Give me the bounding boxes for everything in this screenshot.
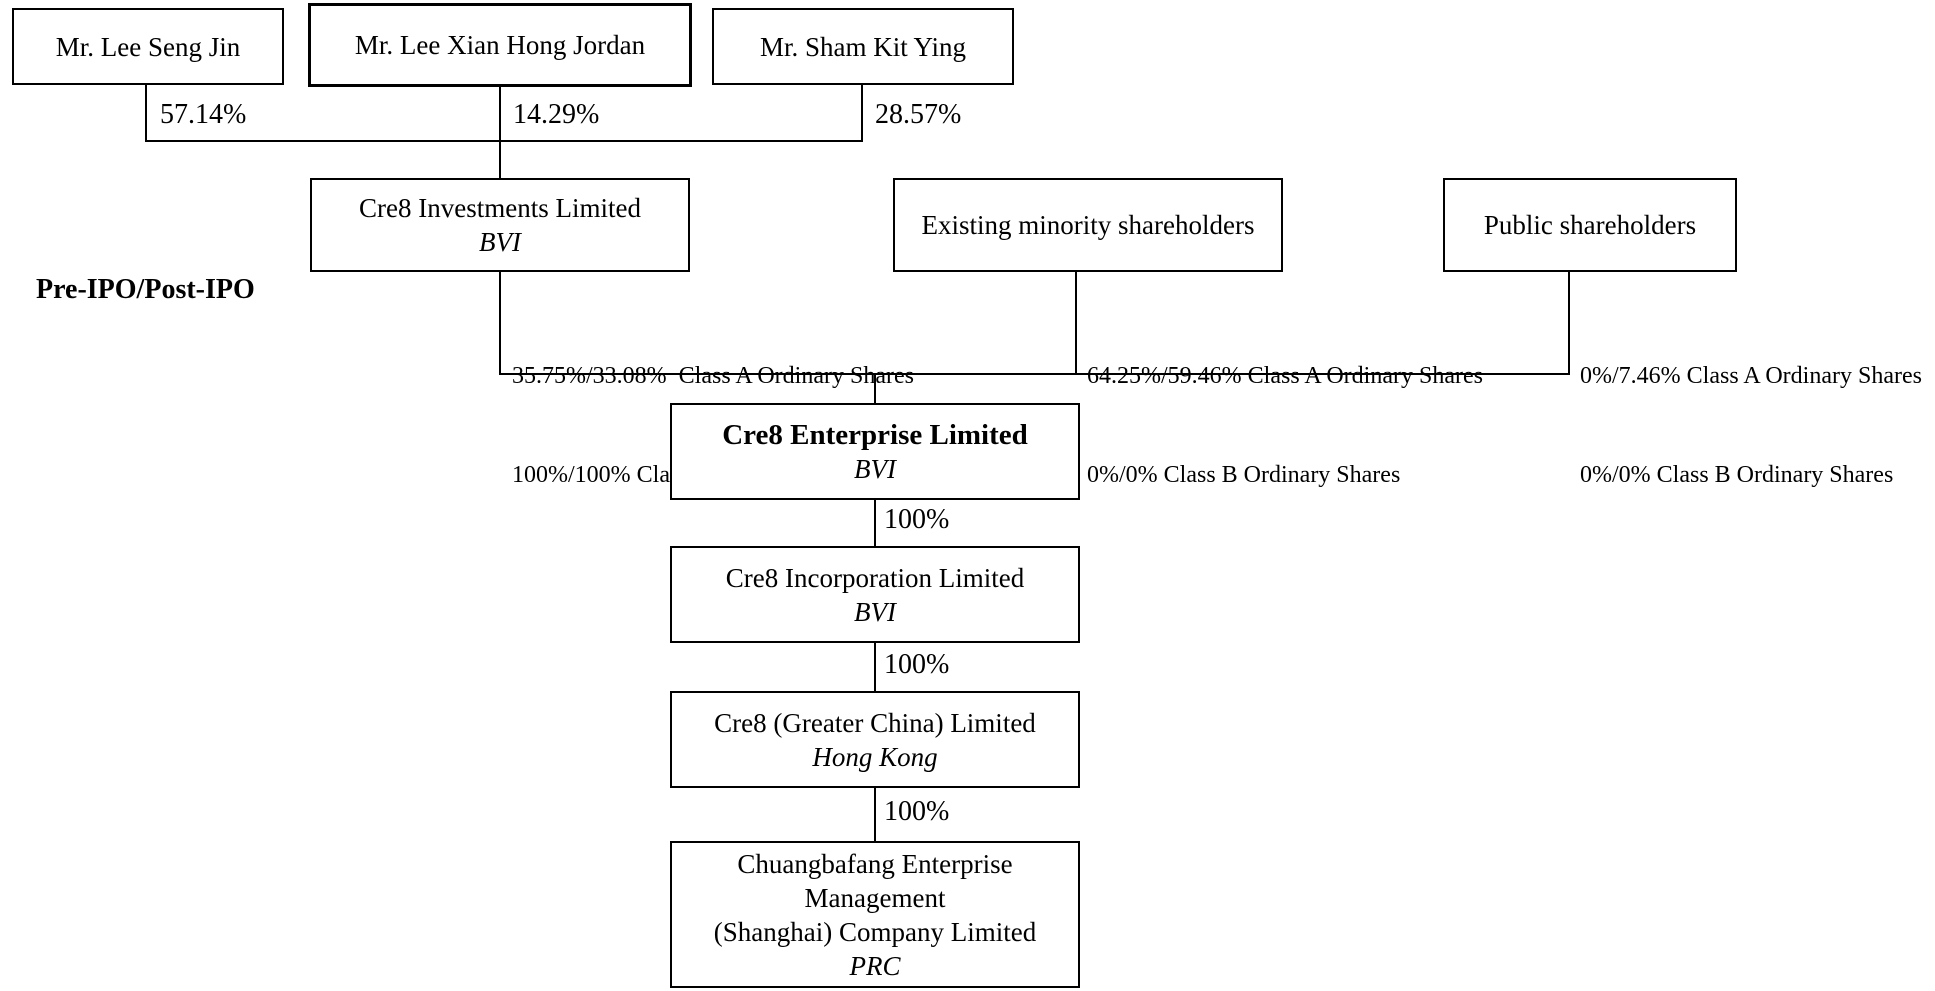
node-jurisdiction: BVI — [854, 453, 896, 484]
node-label-line2: Management — [804, 882, 946, 913]
node-chuangbafang: Chuangbafang Enterprise Management (Shan… — [670, 841, 1080, 988]
ownership-label-lee-seng-jin: 57.14% — [160, 99, 247, 130]
node-label: Cre8 Enterprise Limited — [722, 418, 1028, 451]
ownership-label-enterprise-incorporation: 100% — [884, 504, 950, 535]
connector-drop-cre8-investments — [499, 271, 501, 375]
node-lee-xian-hong-jordan: Mr. Lee Xian Hong Jordan — [308, 3, 692, 87]
ownership-label-incorporation-china: 100% — [884, 649, 950, 680]
node-label: Cre8 (Greater China) Limited — [714, 707, 1036, 738]
connector-stem-cre8-investments — [499, 142, 501, 178]
node-lee-seng-jin: Mr. Lee Seng Jin — [12, 8, 284, 85]
connector-enterprise-to-incorporation — [874, 499, 876, 547]
connector-bus-enterprise — [499, 373, 1570, 375]
node-label: Mr. Lee Xian Hong Jordan — [354, 30, 646, 60]
node-jurisdiction: BVI — [479, 227, 521, 257]
ownership-label-lee-xian-hong: 14.29% — [513, 99, 600, 130]
class-a-line: 0%/7.46% Class A Ordinary Shares — [1580, 363, 1922, 389]
ownership-label-sham-kit-ying: 28.57% — [875, 99, 962, 130]
connector-drop-minority — [1075, 271, 1077, 375]
node-label: Mr. Sham Kit Ying — [759, 31, 967, 62]
node-public-shareholders: Public shareholders — [1443, 178, 1737, 272]
connector-china-to-chuangbafang — [874, 787, 876, 842]
connector-bus-shareholders — [145, 140, 863, 142]
node-label: Existing minority shareholders — [921, 210, 1255, 240]
node-existing-minority-shareholders: Existing minority shareholders — [893, 178, 1283, 272]
node-label: Mr. Lee Seng Jin — [55, 31, 241, 62]
share-classes-public: 0%/7.46% Class A Ordinary Shares 0%/0% C… — [1580, 294, 1922, 558]
ownership-label-china-chuangbafang: 100% — [884, 796, 950, 827]
node-jurisdiction: PRC — [849, 950, 901, 981]
stage-label-pre-post-ipo: Pre-IPO/Post-IPO — [36, 274, 255, 305]
node-cre8-greater-china: Cre8 (Greater China) Limited Hong Kong — [670, 691, 1080, 788]
connector-drop-public — [1568, 271, 1570, 375]
connector-drop-lee-seng-jin — [145, 84, 147, 142]
connector-drop-lee-xian-hong — [499, 86, 501, 142]
node-cre8-incorporation: Cre8 Incorporation Limited BVI — [670, 546, 1080, 643]
share-classes-minority: 64.25%/59.46% Class A Ordinary Shares 0%… — [1087, 294, 1483, 558]
class-b-line: 0%/0% Class B Ordinary Shares — [1580, 462, 1894, 488]
class-a-line: 64.25%/59.46% Class A Ordinary Shares — [1087, 363, 1483, 389]
node-label: Public shareholders — [1483, 210, 1697, 240]
connector-drop-sham-kit-ying — [861, 84, 863, 142]
node-label: Cre8 Investments Limited — [359, 193, 641, 223]
node-label-line3: (Shanghai) Company Limited — [713, 916, 1037, 947]
node-label-line1: Chuangbafang Enterprise — [737, 848, 1013, 879]
node-cre8-investments: Cre8 Investments Limited BVI — [310, 178, 690, 272]
connector-incorporation-to-china — [874, 642, 876, 692]
node-jurisdiction: Hong Kong — [812, 741, 938, 772]
connector-stem-cre8-enterprise — [874, 375, 876, 403]
class-a-line: 35.75%/33.08% Class A Ordinary Shares — [512, 363, 914, 389]
node-label: Cre8 Incorporation Limited — [725, 562, 1025, 593]
node-cre8-enterprise: Cre8 Enterprise Limited BVI — [670, 403, 1080, 500]
class-b-line: 0%/0% Class B Ordinary Shares — [1087, 462, 1401, 488]
node-jurisdiction: BVI — [854, 596, 896, 627]
node-sham-kit-ying: Mr. Sham Kit Ying — [712, 8, 1014, 85]
